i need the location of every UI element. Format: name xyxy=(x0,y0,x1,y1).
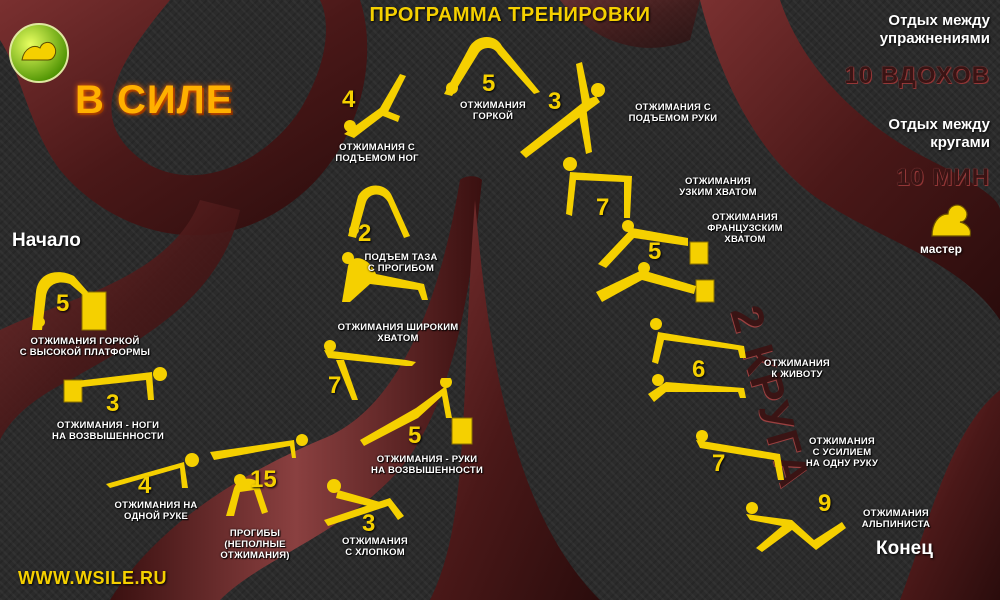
exercise-2-caption: ОТЖИМАНИЯ - НОГИ НА ВОЗВЫШЕННОСТИ xyxy=(52,420,164,442)
exercise-8-figure-icon xyxy=(342,185,428,302)
exercise-12-figure-icon xyxy=(563,157,632,218)
page-title: ПРОГРАММА ТРЕНИРОВКИ xyxy=(369,4,651,26)
master-label: мастер xyxy=(920,242,962,256)
exercise-15-caption: ОТЖИМАНИЯ С УСИЛИЕМ НА ОДНУ РУКУ xyxy=(805,436,879,469)
rest-exercises-value: 10 ВДОХОВ xyxy=(844,62,990,89)
exercise-5-reps: 3 xyxy=(362,510,376,537)
exercise-3-figure-icon xyxy=(106,453,199,488)
exercise-10-reps: 5 xyxy=(482,70,496,97)
exercise-3-reps: 4 xyxy=(138,472,152,499)
exercise-9-reps: 4 xyxy=(342,86,356,113)
exercise-7-caption: ОТЖИМАНИЯ ШИРОКИМ ХВАТОМ xyxy=(337,322,459,344)
exercise-9-figure-icon xyxy=(344,74,406,138)
exercise-1-reps: 5 xyxy=(56,290,70,317)
exercise-1-figure-icon xyxy=(32,272,107,331)
exercise-2-reps: 3 xyxy=(106,390,120,417)
exercise-5-figure-icon xyxy=(324,479,404,526)
exercise-15-figure-icon xyxy=(696,430,784,480)
exercise-10-figure-icon xyxy=(444,37,540,96)
exercise-8-caption: ПОДЪЕМ ТАЗА С ПРОГИБОМ xyxy=(364,252,438,274)
exercise-10-caption: ОТЖИМАНИЯ ГОРКОЙ xyxy=(460,100,526,122)
exercise-16-reps: 9 xyxy=(818,490,832,517)
rest-rounds-label: Отдых между кругами xyxy=(888,116,990,151)
flexed-arm-icon xyxy=(931,204,972,237)
exercise-14-reps: 6 xyxy=(692,356,706,383)
exercise-6-reps: 5 xyxy=(408,422,422,449)
exercise-11-figure-icon xyxy=(520,62,605,158)
exercise-7-figure-icon xyxy=(324,340,416,400)
start-label: Начало xyxy=(12,230,81,251)
end-label: Конец xyxy=(876,538,933,559)
exercise-7-reps: 7 xyxy=(328,372,342,399)
exercise-13-caption: ОТЖИМАНИЯ ФРАНЦУЗСКИМ ХВАТОМ xyxy=(707,212,783,245)
rest-rounds-value: 10 МИН xyxy=(896,164,990,191)
exercise-6-caption: ОТЖИМАНИЯ - РУКИ НА ВОЗВЫШЕННОСТИ xyxy=(371,454,483,476)
brand-logo-text: В СИЛЕ xyxy=(75,78,234,122)
website-link[interactable]: WWW.WSILE.RU xyxy=(18,568,167,588)
exercise-6-figure-icon xyxy=(360,378,473,446)
exercise-3-caption: ОТЖИМАНИЯ НА ОДНОЙ РУКЕ xyxy=(114,500,198,522)
exercise-14-figure-icon xyxy=(648,318,746,402)
exercise-11-caption: ОТЖИМАНИЯ С ПОДЪЕМОМ РУКИ xyxy=(628,102,718,124)
exercise-13-reps: 5 xyxy=(648,238,662,265)
exercise-16-caption: ОТЖИМАНИЯ АЛЬПИНИСТА xyxy=(861,508,931,530)
exercise-2-figure-icon xyxy=(63,367,167,403)
exercise-5-caption: ОТЖИМАНИЯ С ХЛОПКОМ xyxy=(342,536,408,558)
exercise-4-reps: 15 xyxy=(250,466,277,493)
exercise-4-figure-icon xyxy=(210,434,308,516)
exercise-13-figure-icon xyxy=(596,220,715,303)
exercise-14-caption: ОТЖИМАНИЯ К ЖИВОТУ xyxy=(764,358,830,380)
exercise-4-caption: ПРОГИБЫ (НЕПОЛНЫЕ ОТЖИМАНИЯ) xyxy=(220,528,290,561)
logo-icon xyxy=(9,23,69,83)
exercise-9-caption: ОТЖИМАНИЯ С ПОДЪЕМОМ НОГ xyxy=(335,142,419,164)
exercise-15-reps: 7 xyxy=(712,450,726,477)
exercise-12-caption: ОТЖИМАНИЯ УЗКИМ ХВАТОМ xyxy=(679,176,757,198)
exercise-12-reps: 7 xyxy=(596,194,610,221)
exercise-8-reps: 2 xyxy=(358,220,372,247)
exercise-16-figure-icon xyxy=(746,502,846,552)
rest-exercises-label: Отдых между упражнениями xyxy=(879,12,990,47)
exercise-11-reps: 3 xyxy=(548,88,562,115)
exercise-1-caption: ОТЖИМАНИЯ ГОРКОЙ С ВЫСОКОЙ ПЛАТФОРМЫ xyxy=(19,336,151,358)
